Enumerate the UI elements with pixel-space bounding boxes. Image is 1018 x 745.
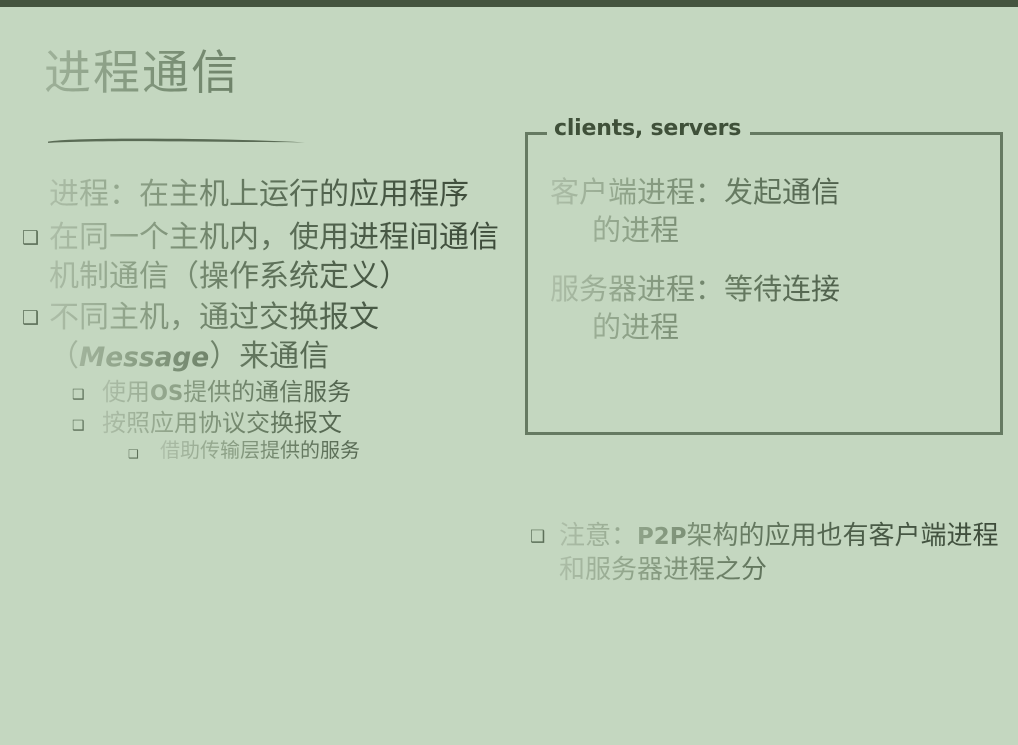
bullet-text-part: 使用: [102, 380, 150, 406]
square-bullet-icon: ❑: [530, 527, 546, 546]
list-item: ❑ 使用OS提供的通信服务: [72, 378, 500, 409]
bullet-text-part: 提供的通信服务: [183, 380, 352, 406]
bullet-text-part: ）来通信: [209, 340, 330, 373]
square-bullet-icon: ❑: [22, 228, 40, 249]
bullet-text: 注意：P2P架构的应用也有客户端进程和服务器进程之分: [559, 519, 1000, 587]
inline-latin-message: Message: [79, 342, 210, 373]
list-item: ❑ 不同主机，通过交换报文（Message）来通信: [22, 298, 500, 376]
group-box-line-head: 客户端进程：发起通信: [550, 177, 841, 209]
bullet-text: 在同一个主机内，使用进程间通信机制通信（操作系统定义）: [49, 218, 500, 296]
square-bullet-icon: ❑: [22, 308, 40, 329]
square-bullet-icon: ❑: [72, 418, 85, 434]
group-box-line: 服务器进程：等待连接 的进程: [550, 272, 990, 347]
list-item: ❑ 按照应用协议交换报文: [72, 409, 500, 440]
group-box-line-head: 服务器进程：等待连接: [550, 274, 841, 307]
bullet-text: 借助传输层提供的服务: [160, 439, 500, 465]
slide-canvas: 进程通信 进程：在主机上运行的应用程序 ❑ 在同一个主机内，使用进程间通信机制通…: [0, 7, 1018, 745]
group-box-line-cont: 的进程: [592, 214, 680, 247]
square-bullet-icon: ❑: [128, 447, 139, 462]
inline-latin-os: OS: [150, 380, 184, 405]
clients-servers-group-box: [525, 132, 1003, 435]
bullet-text: 按照应用协议交换报文: [102, 409, 500, 440]
group-box-line-cont: 的进程: [592, 312, 680, 345]
square-bullet-icon: ❑: [72, 388, 85, 403]
right-note-list: ❑ 注意：P2P架构的应用也有客户端进程和服务器进程之分: [530, 519, 1000, 589]
bullet-text-part: 注意：: [559, 521, 638, 550]
bullet-text: 进程：在主机上运行的应用程序: [49, 175, 500, 214]
bullet-text: 使用OS提供的通信服务: [102, 378, 500, 409]
page-title: 进程通信: [44, 49, 514, 100]
list-item: ❑ 借助传输层提供的服务: [128, 439, 500, 465]
slide-top-accent-bar: [0, 0, 1018, 7]
list-item: 进程：在主机上运行的应用程序: [22, 175, 500, 214]
group-box-content: 客户端进程：发起通信 的进程 服务器进程：等待连接 的进程: [550, 175, 990, 370]
left-bullet-list: 进程：在主机上运行的应用程序 ❑ 在同一个主机内，使用进程间通信机制通信（操作系…: [22, 175, 500, 465]
title-underline-stroke: [48, 138, 305, 143]
bullet-text: 不同主机，通过交换报文（Message）来通信: [49, 298, 500, 376]
list-item: ❑ 注意：P2P架构的应用也有客户端进程和服务器进程之分: [530, 519, 1000, 587]
group-box-line: 客户端进程：发起通信 的进程: [550, 175, 990, 250]
slide-title-block: 进程通信: [44, 49, 514, 143]
group-box-label: clients, servers: [547, 118, 751, 140]
inline-latin-p2p: P2P: [637, 524, 687, 550]
list-item: ❑ 在同一个主机内，使用进程间通信机制通信（操作系统定义）: [22, 218, 500, 296]
